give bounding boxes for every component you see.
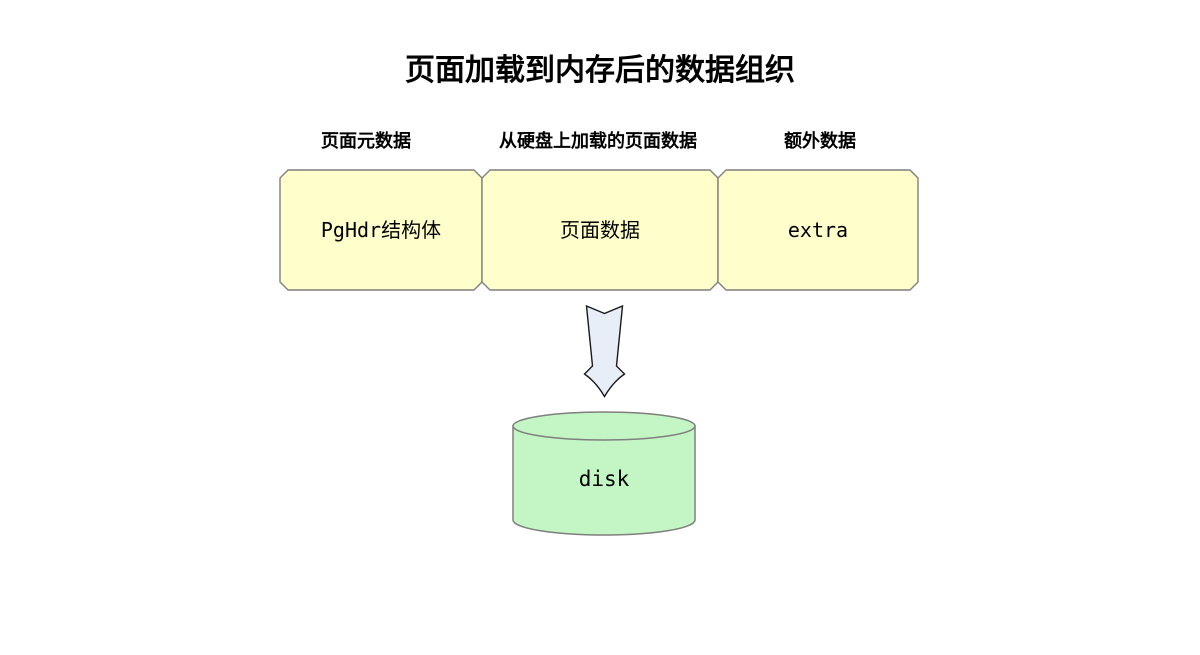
down-arrow-icon (583, 304, 626, 398)
diagram-title: 页面加载到内存后的数据组织 (405, 53, 795, 88)
segment-box-pghdr (279, 169, 483, 291)
segment-labels: 页面元数据 从硬盘上加载的页面数据 额外数据 (321, 130, 856, 152)
disk-cylinder-body (512, 425, 696, 536)
segment-label-extra-data: 额外数据 (784, 130, 856, 152)
disk-cylinder-top (512, 411, 696, 441)
segment-content-pghdr: PgHdr结构体 (321, 218, 441, 242)
disk-label: disk (579, 467, 630, 491)
segment-content-page-data: 页面数据 (560, 218, 640, 242)
segment-label-page-data-from-disk: 从硬盘上加载的页面数据 (499, 130, 697, 152)
segment-box-extra (717, 169, 919, 291)
segment-label-page-metadata: 页面元数据 (321, 130, 411, 152)
memory-row: PgHdr结构体 页面数据 extra (279, 169, 919, 291)
segment-box-page-data (481, 169, 719, 291)
disk-cylinder: disk (512, 411, 696, 536)
segment-content-extra: extra (788, 218, 848, 242)
